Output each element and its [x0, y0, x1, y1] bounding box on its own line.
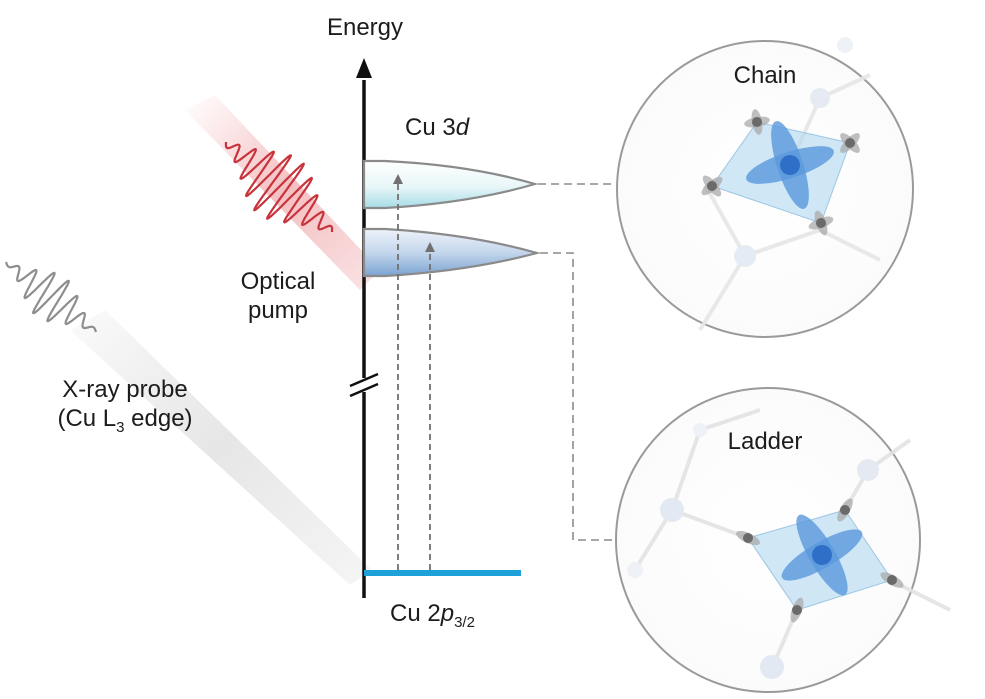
probe-wave-icon: [4, 261, 98, 333]
arrow-heads: [393, 174, 435, 252]
xray-probe-edge-sub: 3: [116, 418, 125, 436]
energy-axis-label: Energy: [326, 14, 404, 41]
energy-axis: [349, 58, 379, 598]
optical-pump-line1: Optical: [240, 268, 316, 295]
xray-probe-label: X-ray probe (Cu L3 edge): [40, 376, 210, 436]
pump-beam: [185, 95, 380, 290]
cu-2p-prefix: Cu 2: [390, 600, 441, 627]
xray-probe-line1: X-ray probe: [62, 376, 188, 403]
ladder-label: Ladder: [727, 428, 803, 455]
xray-probe-edge-prefix: (Cu L: [57, 404, 117, 432]
cu-3d-orbital: d: [455, 114, 470, 141]
excitation-arrows: [397, 182, 431, 570]
optical-pump-line2: pump: [247, 296, 309, 324]
chain-label: Chain: [733, 62, 797, 89]
connector-lines: [538, 183, 614, 541]
cu-2p-label: Cu 2p3/2: [390, 600, 475, 631]
xray-probe-edge-suffix: edge): [124, 404, 193, 432]
cu-3d-prefix: Cu 3: [405, 114, 456, 141]
cu-2p-orbital: p: [440, 600, 455, 627]
pump-wave-icon: [224, 141, 334, 233]
optical-pump-label: Optical pump: [218, 268, 338, 326]
xray-probe-line2: (Cu L3 edge): [40, 404, 210, 436]
cu-2p-subscript: 3/2: [454, 614, 475, 631]
cu-3d-label: Cu 3d: [405, 114, 469, 143]
ladder-inset: [615, 387, 951, 693]
probe-beam: [70, 310, 372, 585]
band-upper: [362, 159, 539, 210]
band-lower: [362, 227, 542, 278]
chain-inset: [616, 37, 914, 338]
